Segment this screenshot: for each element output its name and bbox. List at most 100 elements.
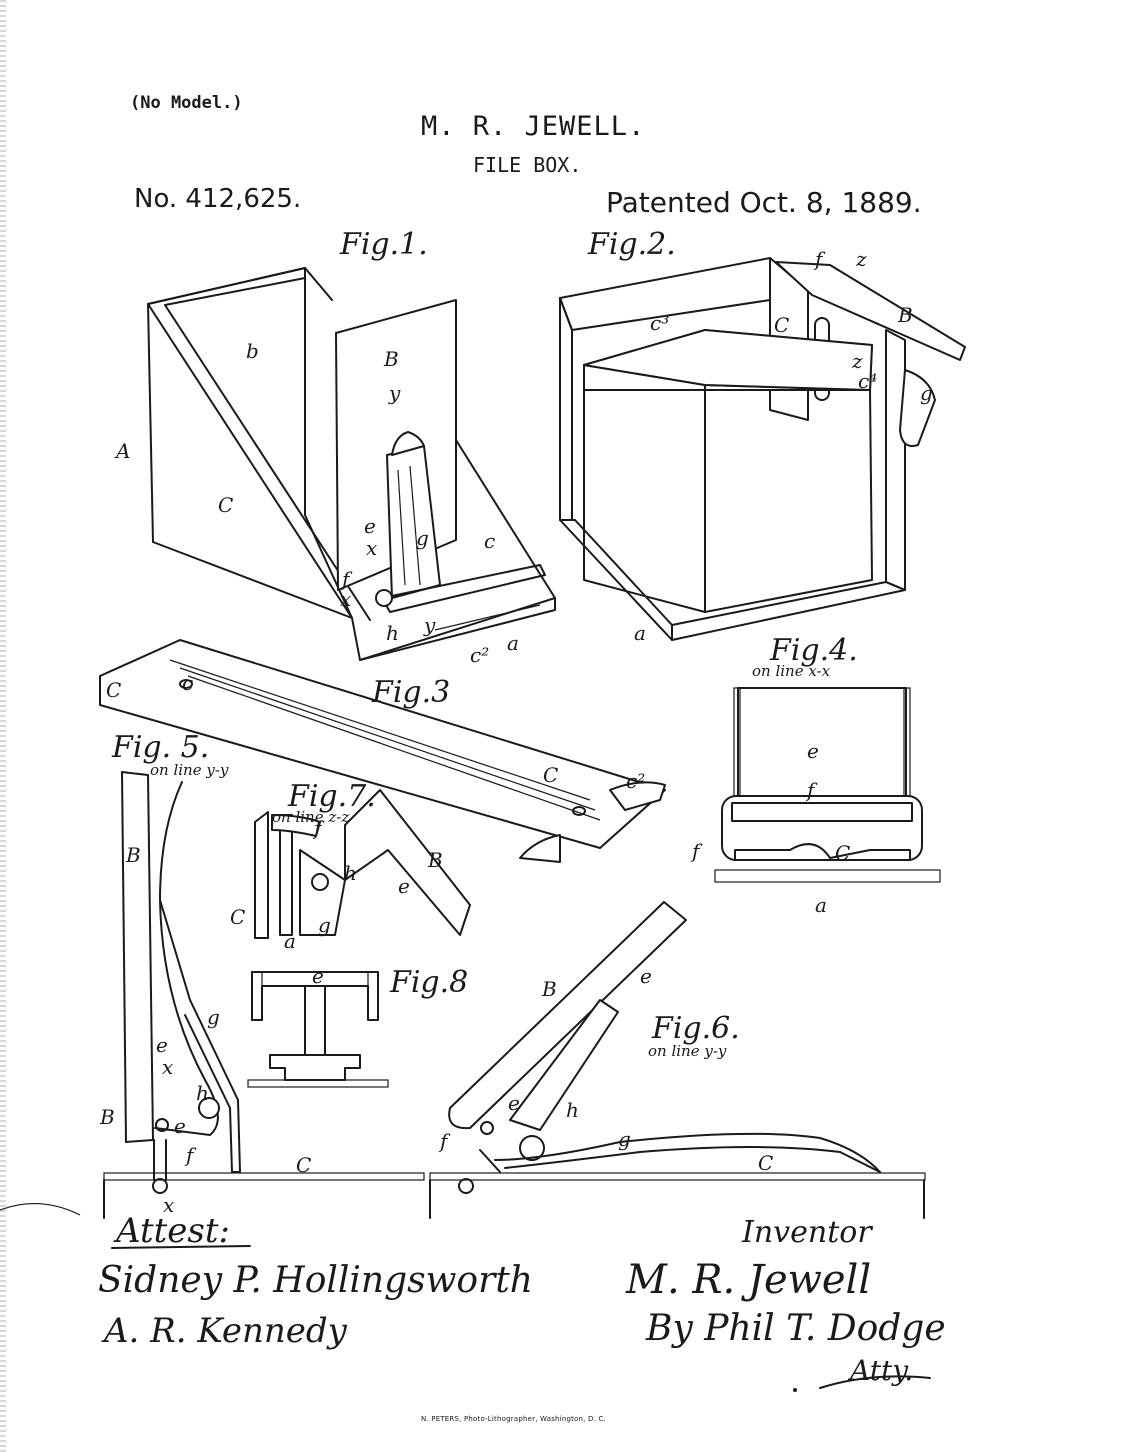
fig8-stem bbox=[304, 985, 326, 1056]
scan-edge bbox=[0, 0, 6, 1452]
fig6-clamp-g-lower bbox=[504, 1146, 881, 1173]
fig7-label-e: e bbox=[398, 874, 410, 898]
inventor-block: Inventor M. R. Jewell By Phil T. Dodge A… bbox=[625, 1215, 946, 1389]
figure-1: Fig.1. A b B C c y e g x x f h y c² a bbox=[114, 227, 556, 667]
fig2-box-left-wall bbox=[559, 297, 573, 521]
fig5-label-f: f bbox=[184, 1143, 197, 1167]
attest-block: Attest: Sidney P. Hollingsworth A. R. Ke… bbox=[98, 1211, 533, 1351]
fig1-clamp-knob bbox=[391, 431, 425, 456]
fig2-label-C: C bbox=[774, 313, 789, 337]
fig6-board-B bbox=[448, 901, 687, 1130]
fig1-label-y: y bbox=[388, 381, 401, 405]
fig6-label-g: g bbox=[618, 1127, 631, 1151]
fig7-title: Fig.7. bbox=[287, 779, 376, 814]
fig6-pin bbox=[480, 1121, 494, 1135]
fig6-floor bbox=[429, 1172, 926, 1181]
fig1-label-y2: y bbox=[423, 613, 436, 637]
fig7-arm-g bbox=[299, 849, 346, 936]
fig2-title: Fig.2. bbox=[587, 227, 676, 262]
fig7-clip-f bbox=[271, 814, 321, 837]
fig2-label-B: B bbox=[897, 303, 913, 327]
fig3-title: Fig.3 bbox=[371, 675, 450, 710]
fig6-title: Fig.6. bbox=[651, 1011, 740, 1046]
fig1-title: Fig.1. bbox=[339, 227, 428, 262]
figure-2: Fig.2. f z z B c³ C c⁴ g a bbox=[559, 227, 966, 645]
fig6-clamp-g bbox=[494, 1132, 881, 1173]
ink-dot bbox=[793, 1388, 797, 1392]
fig5-label-C: C bbox=[296, 1153, 311, 1177]
fig3-label-C-mid: C bbox=[543, 763, 558, 787]
fig6-foot bbox=[458, 1178, 474, 1194]
fig6-label-e-top: e bbox=[640, 964, 652, 988]
fig5-label-B-bot: B bbox=[99, 1105, 115, 1129]
fig8-foot bbox=[269, 1054, 361, 1081]
fig1-pivot bbox=[375, 589, 393, 607]
fig7-label-h: h bbox=[344, 861, 357, 885]
fig8-label-e: e bbox=[312, 964, 324, 988]
fig5-label-x-mid: x bbox=[162, 1055, 173, 1079]
fig5-label-x-bot: x bbox=[163, 1193, 174, 1217]
fig5-label-g: g bbox=[207, 1005, 220, 1029]
fig1-label-e: e bbox=[364, 514, 376, 538]
fig5-arm-outer bbox=[159, 899, 241, 1173]
scan-mark bbox=[0, 1203, 81, 1216]
fig3-c2-lug bbox=[609, 781, 666, 811]
patent-date: Patented Oct. 8, 1889. bbox=[606, 186, 922, 219]
fig1-label-x1: x bbox=[366, 536, 377, 560]
fig7-wall bbox=[254, 811, 269, 939]
fig5-label-e: e bbox=[156, 1033, 168, 1057]
fig3-label-c-inner: c bbox=[182, 671, 193, 695]
fig3-label-c2: c² bbox=[626, 769, 645, 793]
fig6-label-f: f bbox=[438, 1129, 451, 1153]
patent-number: No. 412,625. bbox=[134, 184, 302, 214]
fig1-label-h: h bbox=[386, 621, 399, 645]
fig4-label-f-side: f bbox=[690, 839, 703, 863]
fig1-label-c2: c² bbox=[470, 643, 489, 667]
fig5-board-B bbox=[121, 771, 154, 1143]
attorney-by-line: By Phil T. Dodge bbox=[645, 1308, 946, 1349]
fig1-label-b: b bbox=[246, 339, 259, 363]
fig4-clip-bar bbox=[731, 802, 913, 822]
fig1-label-g: g bbox=[416, 526, 429, 550]
fig4-label-e: e bbox=[807, 739, 819, 763]
fig1-box-right-side bbox=[351, 439, 556, 661]
witness-signature-1: Sidney P. Hollingsworth bbox=[98, 1260, 533, 1301]
fig1-box-left-side bbox=[147, 267, 353, 619]
fig7-label-C: C bbox=[230, 905, 245, 929]
fig4-track-C bbox=[734, 843, 911, 861]
attorney-abbrev: Atty. bbox=[847, 1354, 913, 1387]
fig5-pin bbox=[155, 1118, 169, 1132]
figure-3: Fig.3 C c C c² bbox=[99, 639, 666, 863]
fig2-board bbox=[775, 261, 966, 361]
fig5-label-B-top: B bbox=[125, 843, 141, 867]
fig1-label-C-right: c bbox=[484, 529, 495, 553]
fig3-label-C-end: C bbox=[106, 678, 121, 702]
fig7-label-g: g bbox=[318, 913, 331, 937]
inventor-signature: M. R. Jewell bbox=[625, 1257, 871, 1303]
figure-7: Fig.7. on line z-z f h B e C g a bbox=[230, 779, 471, 953]
attorney-flourish bbox=[819, 1375, 931, 1389]
fig1-box-base bbox=[359, 597, 556, 661]
model-note: (No Model.) bbox=[130, 93, 243, 113]
fig6-label-C: C bbox=[758, 1151, 773, 1175]
fig4-board-e bbox=[737, 687, 907, 799]
figure-6: Fig.6. on line y-y B e e h g f C bbox=[429, 901, 926, 1219]
fig7-label-B: B bbox=[427, 848, 443, 872]
fig2-label-z1: z bbox=[855, 247, 867, 271]
fig4-title: Fig.4. bbox=[769, 633, 858, 668]
fig6-arm-e bbox=[509, 999, 619, 1131]
fig2-label-a: a bbox=[634, 621, 646, 645]
fig2-clamp bbox=[899, 369, 936, 447]
fig4-base-a bbox=[714, 869, 941, 883]
fig4-subtitle: on line x-x bbox=[752, 662, 831, 680]
fig2-paper-lid bbox=[583, 329, 873, 391]
fig2-label-c3: c³ bbox=[650, 311, 669, 335]
fig2-box-base bbox=[559, 519, 906, 641]
fig4-label-C: C bbox=[835, 841, 850, 865]
document-title: FILE BOX. bbox=[473, 153, 582, 177]
fig2-label-c4: c⁴ bbox=[858, 369, 877, 393]
figure-8: Fig.8 e bbox=[247, 964, 468, 1088]
fig7-subtitle: on line z-z bbox=[272, 808, 349, 826]
fig7-board-section bbox=[279, 814, 293, 936]
